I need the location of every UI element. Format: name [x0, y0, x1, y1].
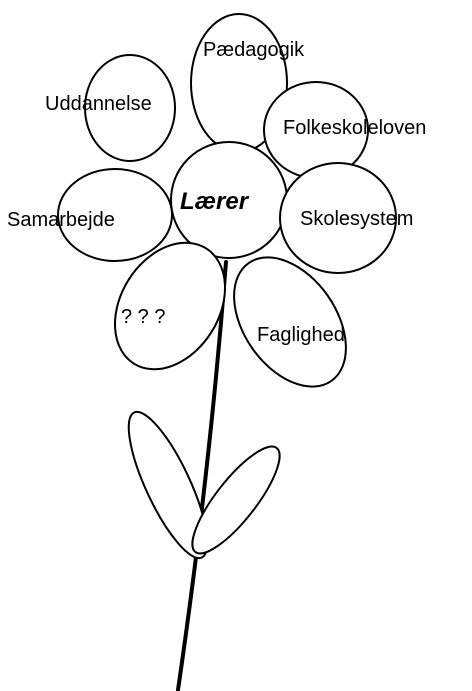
right-leaf	[191, 445, 281, 555]
label-question: ? ? ?	[121, 306, 165, 328]
label-paedagogik: Pædagogik	[203, 39, 305, 61]
center-label: Lærer	[180, 188, 250, 215]
left-leaf	[127, 410, 209, 560]
label-uddannelse: Uddannelse	[45, 93, 152, 115]
label-faglighed: Faglighed	[257, 324, 345, 346]
petal-skolesystem	[279, 162, 397, 274]
label-samarbejde: Samarbejde	[7, 209, 115, 231]
petal-faglighed	[233, 256, 347, 388]
label-skolesystem: Skolesystem	[300, 208, 413, 230]
petal-samarbejde	[57, 168, 173, 262]
petal-question	[113, 241, 227, 371]
petal-uddannelse	[84, 54, 176, 162]
flower-stem	[176, 260, 228, 691]
label-folkeskoleloven: Folkeskoleloven	[283, 117, 426, 139]
